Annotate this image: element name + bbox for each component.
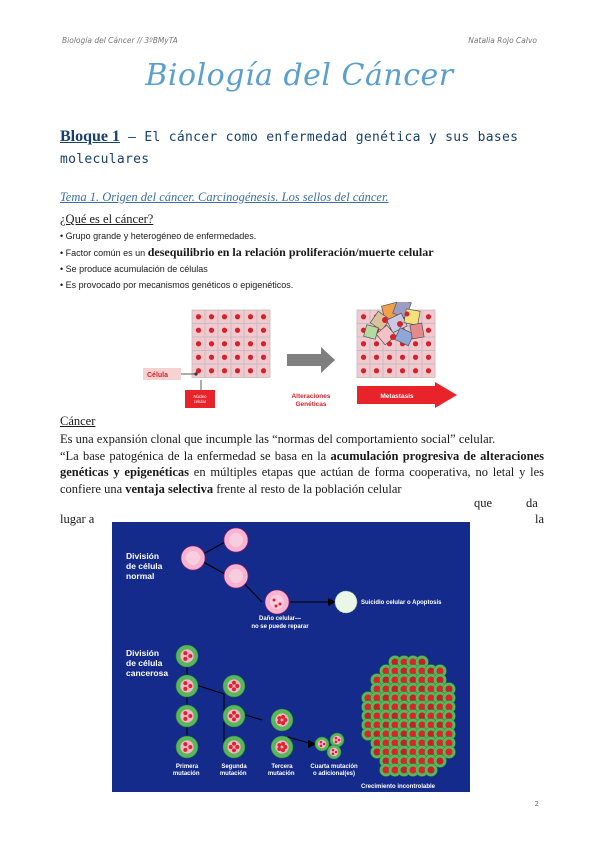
bullet-item: • Se produce acumulación de células bbox=[60, 264, 208, 274]
apoptosis-label: Suicidio celular o Apoptosis bbox=[361, 600, 442, 606]
cell-nucleus bbox=[373, 341, 380, 347]
cell-nucleus bbox=[208, 368, 215, 374]
document-title: Biología del Cáncer bbox=[145, 58, 454, 93]
cell-nucleus bbox=[221, 327, 228, 333]
cell-nucleus bbox=[247, 341, 254, 347]
normal-cells bbox=[180, 527, 358, 615]
cell-nucleus bbox=[195, 341, 202, 347]
cell-nucleus bbox=[234, 327, 241, 333]
nucleus-label-box bbox=[185, 390, 215, 408]
cell-nucleus bbox=[399, 354, 406, 360]
cell-nucleus bbox=[399, 368, 406, 374]
cell-nucleus bbox=[247, 354, 254, 360]
cell-nucleus bbox=[260, 314, 267, 320]
bullet-item: • Es provocado por mecanismos genéticos … bbox=[60, 280, 294, 290]
cell-nucleus bbox=[221, 314, 228, 320]
cell-nucleus bbox=[412, 354, 419, 360]
metastasis-arrow bbox=[357, 382, 457, 408]
cell-nucleus bbox=[412, 368, 419, 374]
cell-nucleus bbox=[425, 327, 432, 333]
text-run: en múltiples etapas que actúan de forma … bbox=[60, 465, 544, 496]
cell-nucleus bbox=[386, 368, 393, 374]
header-right: Natalia Rojo Calvo bbox=[468, 36, 537, 45]
cell-nucleus bbox=[221, 341, 228, 347]
cell-nucleus bbox=[373, 368, 380, 374]
cell-nucleus bbox=[247, 314, 254, 320]
normal-tissue-grid bbox=[191, 309, 271, 378]
text-bold: acumulación progresiva de alteraciones g… bbox=[60, 448, 544, 480]
cell-nucleus bbox=[360, 314, 367, 320]
cell-nucleus bbox=[260, 327, 267, 333]
stray-word-que: que bbox=[474, 496, 493, 510]
cell-nucleus bbox=[208, 327, 215, 333]
cell-nucleus bbox=[360, 354, 367, 360]
cell-nucleus bbox=[234, 368, 241, 374]
cell-nucleus bbox=[360, 341, 367, 347]
cell-nucleus bbox=[412, 341, 419, 347]
bullet-list: • Grupo grande y heterogéneo de enfermed… bbox=[60, 228, 550, 293]
paragraph-body: “La base patogénica de la enfermedad se … bbox=[60, 448, 544, 498]
cell-nucleus bbox=[260, 354, 267, 360]
cancer-cells bbox=[175, 644, 345, 760]
cell-nucleus bbox=[425, 368, 432, 374]
bullet-text: • Factor común es un bbox=[60, 248, 148, 258]
cell-nucleus bbox=[221, 354, 228, 360]
cell-nucleus bbox=[247, 368, 254, 374]
growth-label: Crecimiento incontrolable bbox=[361, 784, 436, 790]
cell-nucleus bbox=[195, 314, 202, 320]
bloque-label: Bloque 1 bbox=[60, 128, 121, 145]
stray-word-da: da bbox=[526, 496, 538, 510]
paragraph-line: Es una expansión clonal que incumple las… bbox=[60, 432, 496, 446]
metastasis-label: Metastasis bbox=[380, 393, 414, 400]
cell-label: Célula bbox=[147, 372, 168, 379]
cell-nucleus bbox=[425, 354, 432, 360]
cell-nucleus bbox=[195, 354, 202, 360]
header-left: Biología del Cáncer // 3ºBMyTA bbox=[62, 36, 178, 45]
cell-nucleus bbox=[195, 368, 202, 374]
cell-nucleus bbox=[360, 368, 367, 374]
tumor-mass bbox=[361, 655, 456, 777]
bullet-item: • Factor común es un desequilibrio en la… bbox=[60, 244, 550, 261]
tema-heading: Tema 1. Origen del cáncer. Carcinogénesi… bbox=[60, 190, 389, 204]
tail-left: lugar a bbox=[60, 512, 95, 526]
cell-nucleus bbox=[386, 354, 393, 360]
question-heading: ¿Qué es el cáncer? bbox=[60, 212, 154, 226]
cell-nucleus bbox=[247, 327, 254, 333]
cancer-heading: Cáncer bbox=[60, 414, 96, 428]
bloque-heading: Bloque 1 – El cáncer como enfermedad gen… bbox=[60, 126, 545, 170]
cell-nucleus bbox=[221, 368, 228, 374]
cell-nucleus bbox=[234, 314, 241, 320]
cell-nucleus bbox=[425, 341, 432, 347]
cell-nucleus bbox=[260, 368, 267, 374]
text-run: frente al resto de la población celular bbox=[213, 481, 402, 496]
bullet-bold: desequilibrio en la relación proliferaci… bbox=[147, 245, 434, 259]
cell-nucleus bbox=[260, 341, 267, 347]
tail-right: la bbox=[534, 512, 544, 526]
cancer-paragraph: Es una expansión clonal que incumple las… bbox=[60, 431, 544, 497]
cell-nucleus bbox=[234, 341, 241, 347]
progression-arrow bbox=[287, 347, 335, 373]
text-bold: ventaja selectiva bbox=[125, 481, 214, 496]
cell-nucleus bbox=[195, 327, 202, 333]
tumor-clump bbox=[363, 302, 425, 347]
cell-label-box bbox=[143, 368, 181, 380]
cell-nucleus bbox=[208, 314, 215, 320]
damage-label: Daño celular—no se puede reparar bbox=[251, 616, 309, 630]
cell-nucleus bbox=[208, 354, 215, 360]
bloque-text: – El cáncer como enfermedad genética y s… bbox=[60, 130, 519, 167]
cell-nucleus bbox=[425, 314, 432, 320]
cell-nucleus bbox=[373, 354, 380, 360]
bullet-item: • Grupo grande y heterogéneo de enfermed… bbox=[60, 231, 257, 241]
cell-nucleus bbox=[208, 341, 215, 347]
cell-nucleus bbox=[234, 354, 241, 360]
text-run: “La base patogénica de la enfermedad se … bbox=[60, 448, 331, 463]
page-number: 2 bbox=[534, 800, 539, 808]
